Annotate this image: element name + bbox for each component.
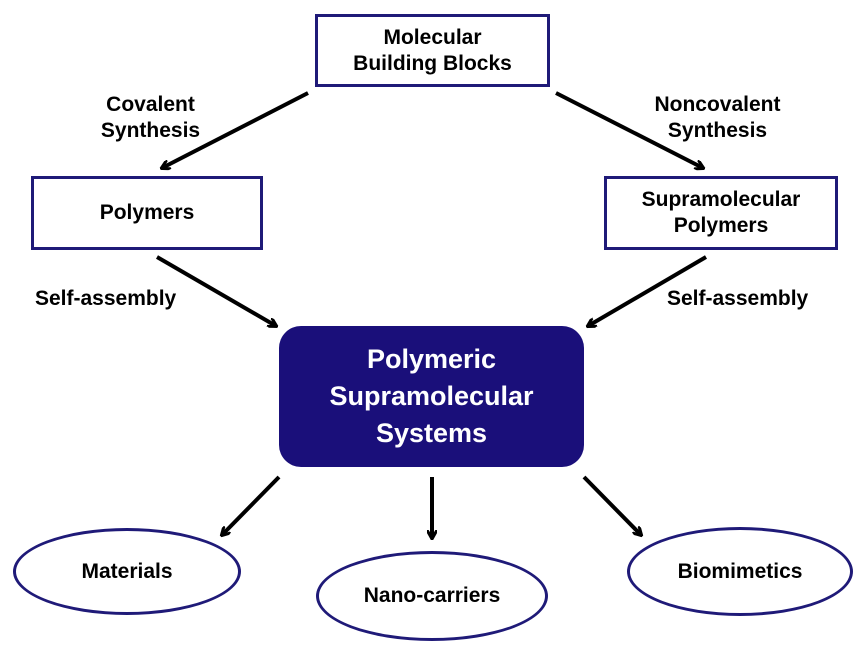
- edge-label-self-assembly-right: Self-assembly: [667, 287, 809, 310]
- arrow-center-to-materials: [222, 475, 281, 535]
- node-polymers: Polymers: [31, 176, 263, 250]
- node-label: Materials: [81, 559, 173, 583]
- node-label-line1: Molecular: [383, 25, 482, 49]
- arrow-polymers-to-center: [155, 255, 276, 326]
- edge-label-line1: Noncovalent: [654, 93, 781, 116]
- arrow-center-to-biomimetics: [582, 475, 641, 535]
- edge-label-line1: Covalent: [106, 93, 195, 116]
- node-label: Nano-carriers: [363, 584, 501, 607]
- edge-label-noncovalent-synthesis: Noncovalent Synthesis: [640, 92, 795, 144]
- edge-label-line2: Synthesis: [100, 119, 201, 142]
- edge-label-self-assembly-left: Self-assembly: [35, 287, 177, 310]
- edge-label-line2: Synthesis: [667, 119, 768, 142]
- node-polymeric-supramolecular-systems: Polymeric Supramolecular Systems: [279, 326, 584, 467]
- node-label-line1: Supramolecular: [641, 188, 801, 211]
- node-molecular-building-blocks: Molecular Building Blocks: [315, 14, 550, 87]
- edge-label-covalent-synthesis: Covalent Synthesis: [88, 92, 213, 144]
- node-supramolecular-polymers: Supramolecular Polymers: [604, 176, 838, 250]
- arrow-blocks-to-polymers: [162, 91, 309, 168]
- node-label-line1: Polymeric: [366, 344, 497, 374]
- node-nano-carriers: Nano-carriers: [316, 551, 548, 641]
- node-label: Biomimetics: [677, 559, 803, 583]
- node-label: Polymers: [99, 201, 195, 224]
- node-label-line3: Systems: [375, 418, 488, 448]
- node-label-line2: Polymers: [673, 214, 769, 237]
- node-label-line2: Building Blocks: [353, 51, 512, 75]
- arrow-supramolecular-polymers-to-center: [588, 255, 708, 326]
- node-materials: Materials: [13, 528, 241, 615]
- node-label-line2: Supramolecular: [329, 381, 534, 411]
- arrow-blocks-to-supramolecular-polymers: [555, 91, 703, 168]
- node-biomimetics: Biomimetics: [627, 527, 853, 616]
